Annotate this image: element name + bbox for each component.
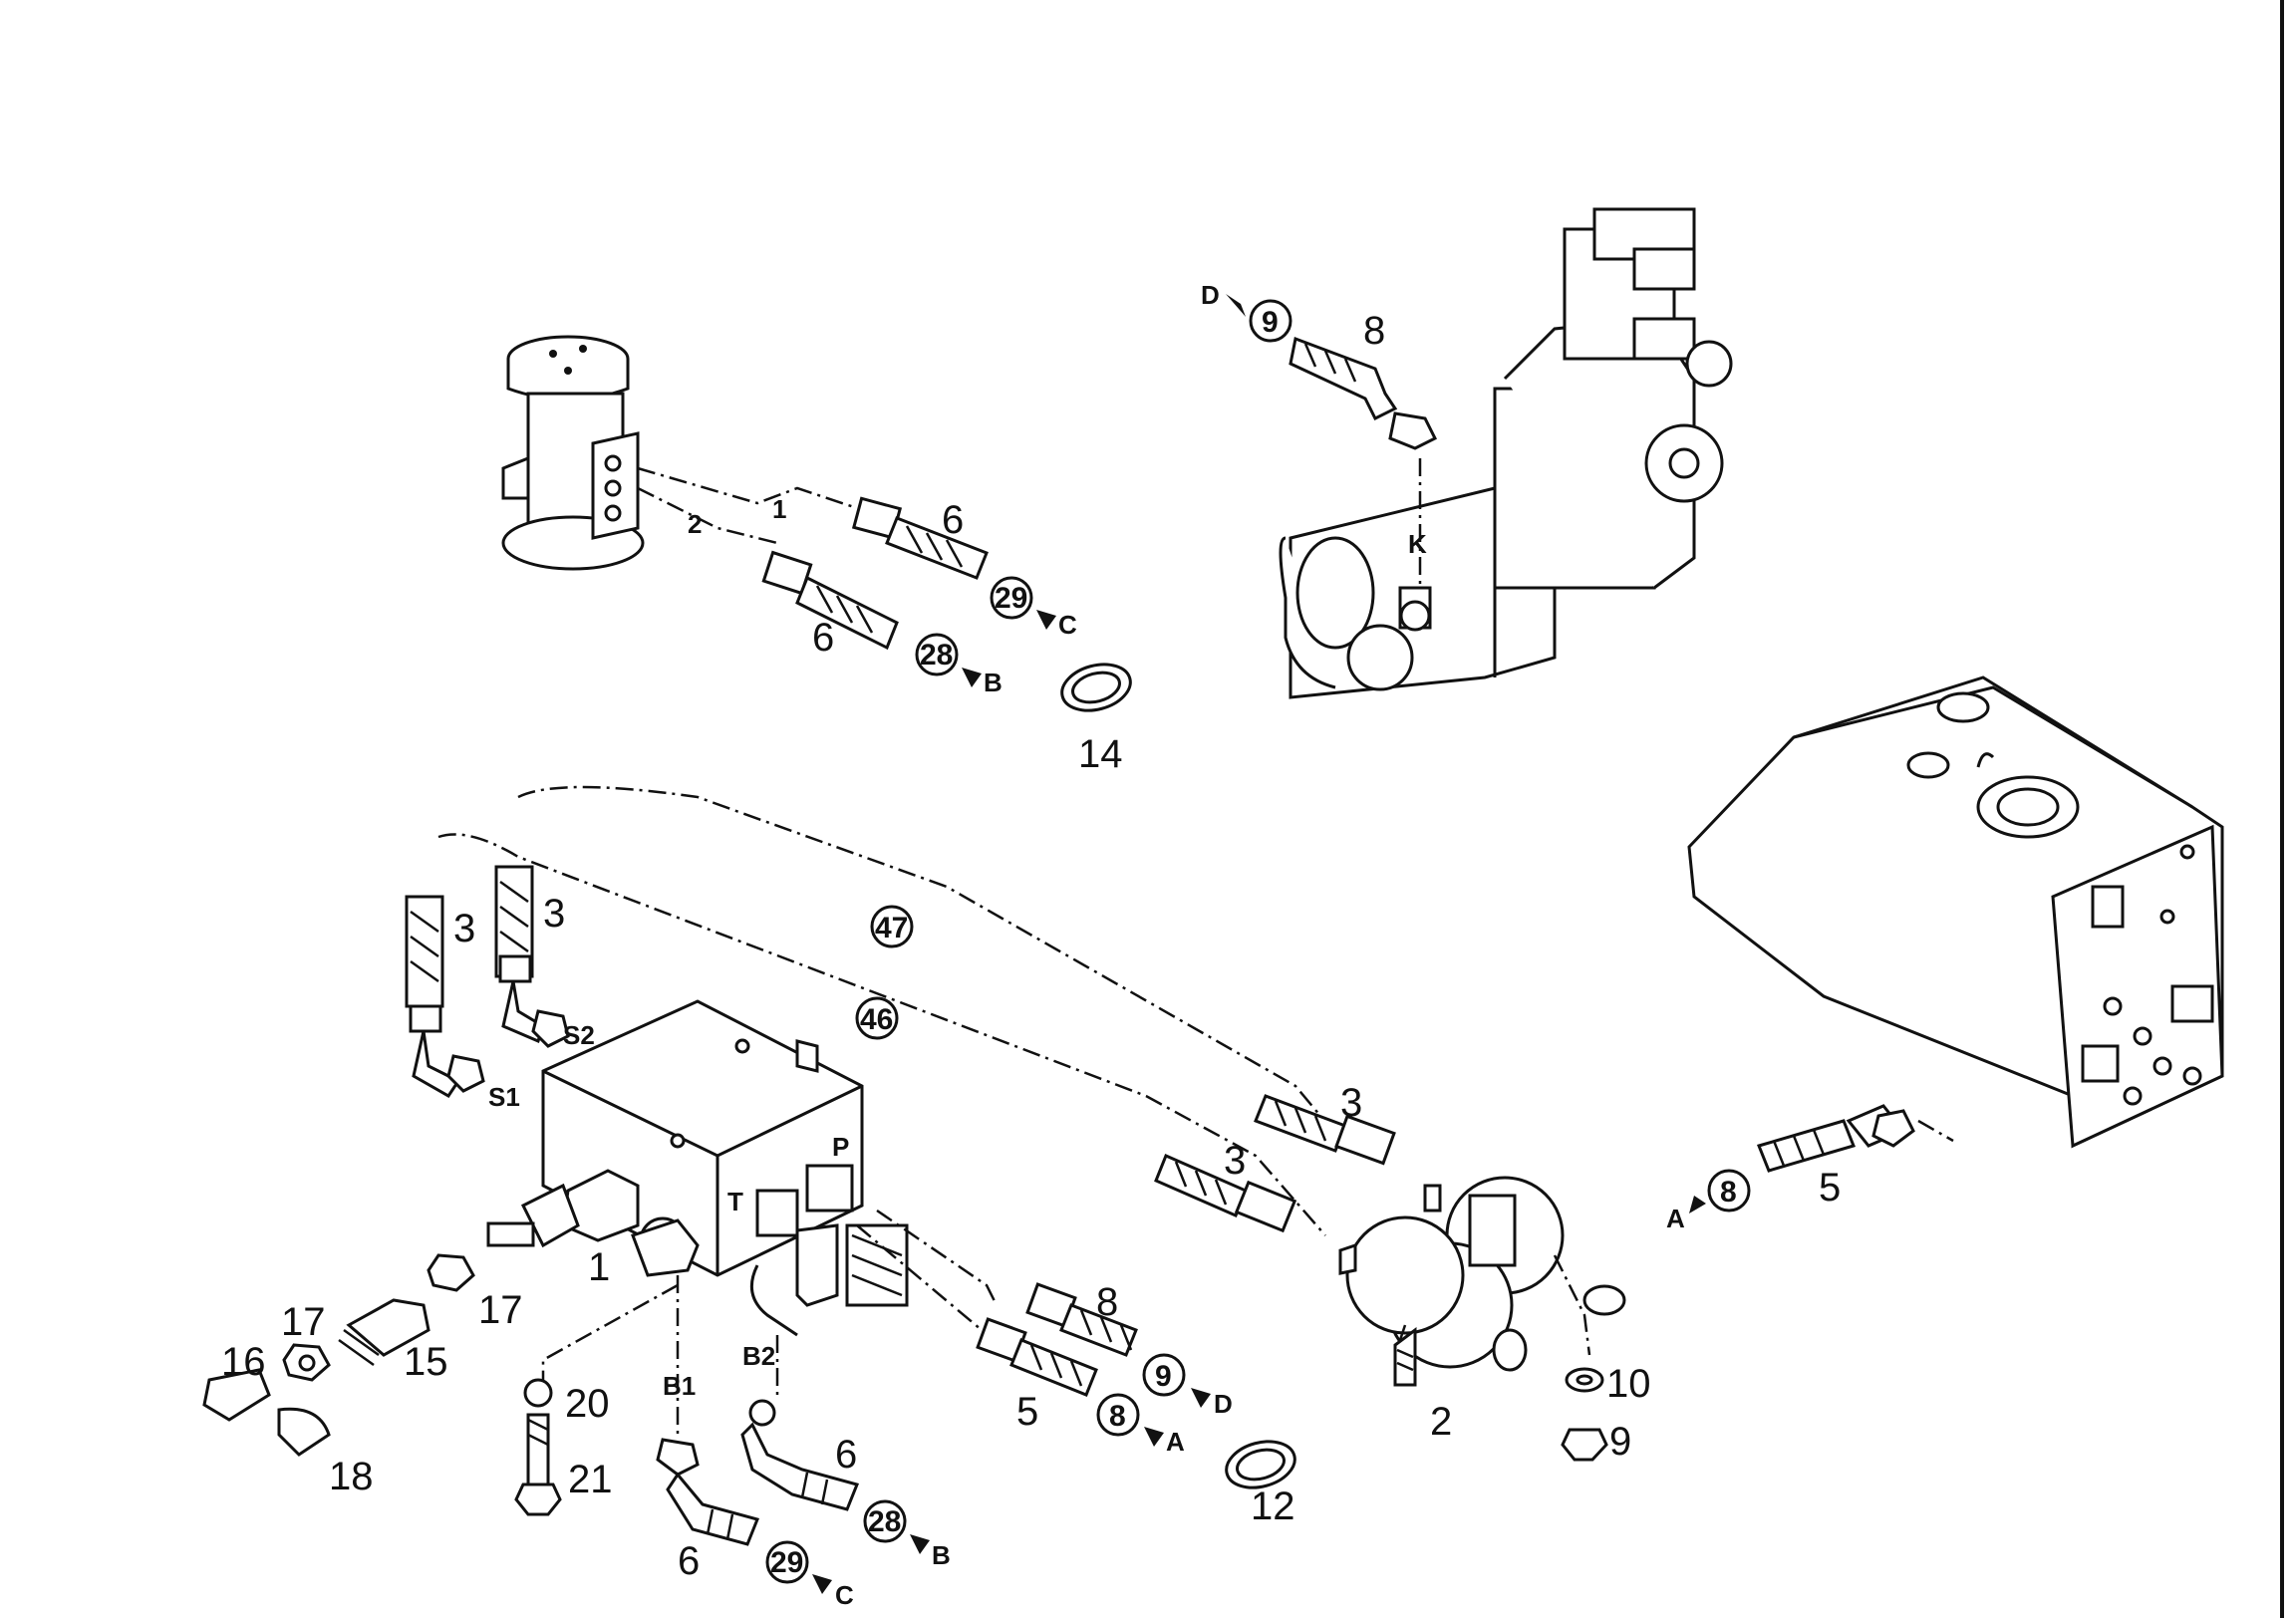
- label-8-center: 8: [1096, 1280, 1118, 1324]
- label-s2: S2: [563, 1020, 595, 1050]
- hose-5-center: [976, 1317, 1098, 1397]
- label-17-right: 17: [478, 1288, 523, 1332]
- clevis-16: [202, 1368, 271, 1422]
- label-17-left: 17: [281, 1300, 326, 1344]
- label-p: P: [832, 1132, 849, 1162]
- hose-8-top: [1289, 336, 1438, 450]
- control-valve-block: [486, 999, 909, 1337]
- hose-6-b1: [656, 1438, 760, 1546]
- label-a-right: A: [1666, 1204, 1685, 1233]
- label-28-bottom: 28: [868, 1505, 901, 1538]
- label-a-center: A: [1166, 1427, 1185, 1457]
- small-parts: [202, 1253, 562, 1516]
- label-d-center: D: [1214, 1389, 1233, 1419]
- washer-20: [523, 1378, 553, 1408]
- callout-circles: [765, 299, 1751, 1584]
- label-b1: B1: [663, 1371, 696, 1401]
- label-21: 21: [568, 1458, 613, 1501]
- label-3-left: 3: [453, 907, 475, 950]
- label-3-mid-upper: 3: [1340, 1081, 1362, 1125]
- arrow-d-mid: [1191, 1388, 1211, 1408]
- arrow-a-mid: [1144, 1427, 1164, 1447]
- hose-6-b2: [740, 1399, 860, 1511]
- accumulators: [1338, 1176, 1626, 1387]
- hose-3-right: [494, 865, 570, 1048]
- label-5-right: 5: [1819, 1166, 1841, 1210]
- label-20: 20: [565, 1382, 610, 1426]
- hose-3-mid-upper: [1254, 1094, 1396, 1166]
- label-b-top: B: [984, 668, 1003, 697]
- label-14: 14: [1078, 732, 1123, 776]
- arrow-b-top: [962, 668, 982, 687]
- label-15: 15: [404, 1340, 448, 1384]
- label-47: 47: [875, 912, 908, 944]
- label-3-right: 3: [543, 892, 565, 936]
- label-c-bottom: C: [835, 1580, 854, 1610]
- label-s1: S1: [488, 1082, 520, 1112]
- hose-6-lower: [761, 550, 899, 651]
- label-6-top: 6: [942, 498, 964, 542]
- label-3-mid-lower: 3: [1224, 1139, 1246, 1183]
- label-k: K: [1408, 529, 1427, 559]
- label-12: 12: [1251, 1484, 1295, 1528]
- arrow-c-bottom: [812, 1574, 832, 1594]
- nut-17-a: [427, 1253, 475, 1292]
- label-b-bottom: B: [932, 1540, 951, 1570]
- label-2-accumulator: 2: [1430, 1400, 1452, 1444]
- leader-lines: [437, 458, 1954, 1435]
- hose-clamp-12: [1225, 1440, 1296, 1489]
- arrow-a-right: [1689, 1196, 1706, 1214]
- arrow-b-bottom: [910, 1534, 930, 1554]
- label-1-top: 1: [772, 494, 786, 524]
- label-6-mid: 6: [812, 616, 834, 660]
- hose-clamp-14: [1060, 663, 1132, 712]
- label-2-top: 2: [688, 509, 702, 539]
- label-10: 10: [1606, 1362, 1651, 1406]
- hydraulic-pump: [1279, 207, 1733, 699]
- label-28-top: 28: [920, 639, 953, 672]
- label-16: 16: [221, 1340, 266, 1384]
- label-d-top: D: [1201, 280, 1220, 310]
- washer-10: [1565, 1367, 1604, 1393]
- label-9-bolt: 9: [1609, 1420, 1631, 1464]
- clip-18: [277, 1407, 331, 1457]
- label-6-b1: 6: [678, 1539, 700, 1583]
- hose-3-mid-lower: [1154, 1154, 1297, 1233]
- label-18: 18: [329, 1455, 374, 1498]
- bolt-15: [346, 1298, 430, 1357]
- label-6-b2: 6: [835, 1433, 857, 1477]
- hose-8-center: [1025, 1282, 1138, 1357]
- label-5-center: 5: [1016, 1390, 1038, 1434]
- arrow-c-top: [1036, 610, 1056, 630]
- label-b2: B2: [742, 1341, 775, 1371]
- hose-3-left: [405, 895, 485, 1098]
- arrow-d-top: [1226, 294, 1246, 317]
- label-9-center: 9: [1155, 1360, 1172, 1393]
- hydraulic-tank: [1687, 675, 2224, 1149]
- label-29-top: 29: [995, 582, 1027, 615]
- label-c-top: C: [1058, 610, 1077, 640]
- flow-arrows: [812, 294, 1706, 1594]
- hose-6-upper: [851, 496, 989, 580]
- label-46: 46: [860, 1003, 893, 1036]
- label-8-top: 8: [1363, 309, 1385, 353]
- label-t: T: [727, 1187, 743, 1216]
- label-29-bottom: 29: [770, 1546, 803, 1579]
- label-9-top: 9: [1262, 306, 1279, 339]
- callout-labels: 1 2 6 6 29 28 C B 14 D 9 8 K 3 3 S2 S1 4…: [221, 280, 1841, 1610]
- hose-5-right: [1756, 1104, 1915, 1173]
- label-8-circle-center: 8: [1109, 1400, 1126, 1433]
- bolt-9: [1561, 1428, 1608, 1462]
- rotary-joint: [501, 335, 645, 571]
- label-1-valve: 1: [588, 1245, 610, 1289]
- label-8-circle-right: 8: [1720, 1176, 1737, 1209]
